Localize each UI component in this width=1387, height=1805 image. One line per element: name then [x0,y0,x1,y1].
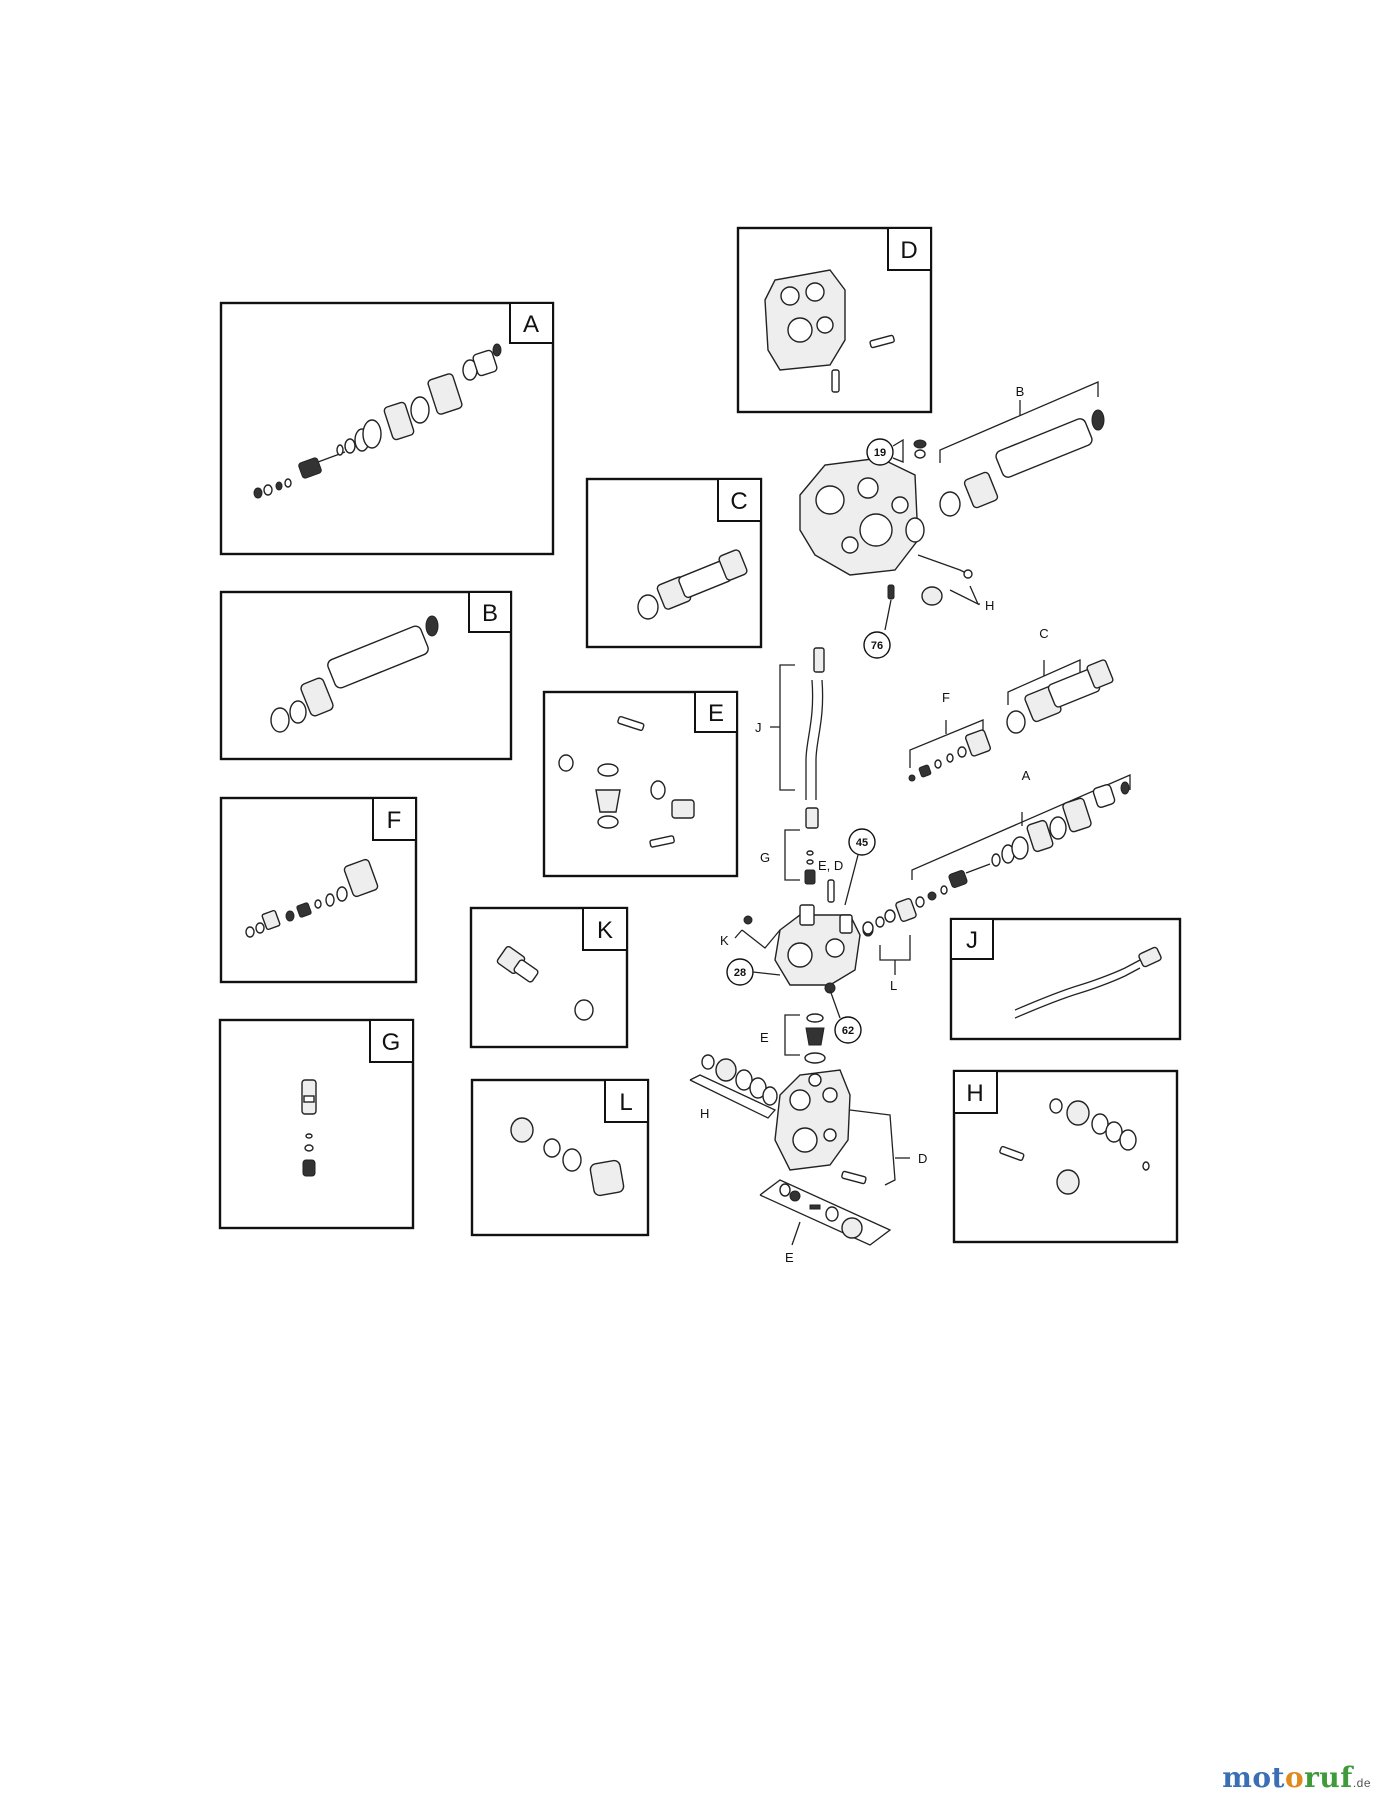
panel-l: L [470,1078,650,1237]
panel-h-label: H [966,1080,983,1107]
svg-text:C: C [1039,626,1048,641]
panel-e: E [542,690,739,878]
callout-e-bottom: E [759,1179,892,1265]
panel-c: C [585,477,763,649]
svg-text:45: 45 [856,837,868,849]
panel-g: G [218,1018,415,1230]
panel-e-label: E [708,700,724,727]
main-assembly: B 19 76 H [689,381,1131,1265]
panel-f: F [219,796,418,984]
panel-l-label: L [619,1089,632,1116]
panel-g-label: G [382,1029,401,1056]
svg-text:62: 62 [842,1025,854,1037]
svg-text:H: H [985,598,994,613]
panel-j: J [949,917,1182,1041]
panel-f-parts [245,858,379,938]
part-28-callout: 28 [726,958,781,986]
svg-text:J: J [755,720,762,735]
panel-d-label: D [900,237,917,264]
svg-text:A: A [1022,768,1031,783]
svg-text:28: 28 [734,967,746,979]
panel-l-parts [510,1117,625,1197]
callout-j-hose: J [755,647,825,829]
callout-e-top: E [760,1013,826,1064]
panel-b: B [219,590,513,761]
panel-e-parts [558,715,695,848]
panel-d: D [736,226,933,414]
part-62-callout: 62 [829,989,862,1044]
pump-head-upper [799,457,925,576]
panel-a-parts [253,343,502,499]
svg-text:E: E [760,1030,769,1045]
part-76-callout: 76 [863,584,895,659]
part-19-callout: 19 [866,438,927,466]
panel-f-label: F [387,807,402,834]
callout-l: L [862,898,917,993]
panel-k-parts [496,945,594,1021]
manifold-lower [774,1069,851,1171]
panel-c-parts [637,549,748,620]
callout-d-right: D [841,1109,927,1186]
panel-k: K [469,906,629,1049]
svg-text:B: B [1016,384,1025,399]
panel-c-label: C [730,488,747,515]
callout-b-upper: B [939,381,1105,517]
panel-h-parts [999,1098,1150,1195]
logo-o: o [1284,1761,1305,1794]
svg-text:L: L [890,978,897,993]
panel-b-parts [270,615,439,733]
svg-text:G: G [760,850,770,865]
callout-h-upper: H [917,554,994,613]
callout-ed: E, D 45 [818,828,876,906]
manifold-middle [774,904,874,994]
callout-k: K [720,915,781,949]
panel-h: H [952,1069,1179,1244]
panel-d-parts [764,269,895,393]
svg-text:D: D [918,1151,927,1166]
callout-a-middle: A [911,768,1131,908]
panel-b-label: B [482,600,498,627]
svg-text:F: F [942,690,950,705]
panel-j-parts [1014,946,1162,1019]
logo-ruf: ruf [1304,1761,1353,1794]
panel-a: A [219,301,555,556]
svg-text:76: 76 [871,640,883,652]
svg-text:19: 19 [874,447,886,459]
svg-text:E, D: E, D [818,858,843,873]
callout-c-middle: C [1006,626,1114,734]
svg-text:E: E [785,1250,794,1265]
callout-g: G [760,829,816,885]
panel-j-label: J [966,927,978,954]
logo-moto: mot [1222,1761,1285,1794]
svg-text:H: H [700,1106,709,1121]
callout-f: F [908,690,992,782]
panel-g-parts [301,1079,317,1177]
svg-text:K: K [720,933,729,948]
panel-k-label: K [597,917,613,944]
panel-a-label: A [523,311,539,338]
callout-h-left: H [689,1054,778,1121]
logo-tld: .de [1352,1776,1371,1790]
motoruf-logo: motoruf.de [1222,1761,1371,1794]
